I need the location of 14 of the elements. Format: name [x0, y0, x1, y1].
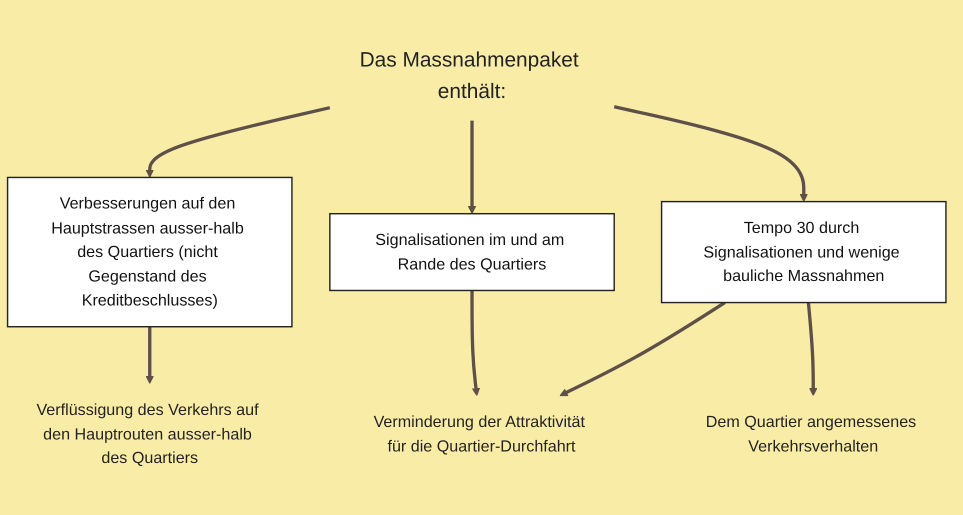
node-box: Signalisationen im und am Rande des Quartiers — [329, 213, 615, 292]
arrow — [146, 327, 154, 384]
arrow — [614, 106, 808, 202]
arrow — [470, 290, 480, 396]
arrow — [146, 106, 330, 178]
node-box: Verbesserungen auf den Hauptstrassen ausser-halb des Quartiers (nicht Gegenstand des Kreditbeschlusses) — [6, 177, 293, 328]
arrow — [468, 121, 476, 215]
node-text: Verflüssigung des Verkehrs auf den Hauptrouten ausser-halb des Quartiers — [36, 401, 259, 468]
node-text: Das Massnahmenpaket enthält: — [360, 48, 579, 104]
node-text: Verminderung der Attraktivität für die Quartier-Durchfahrt — [374, 413, 585, 456]
node-text: Dem Quartier angemessenes Verkehrsverhalten — [706, 413, 916, 456]
node-box: Tempo 30 durch Signalisationen und wenige bauliche Massnahmen — [660, 201, 947, 304]
arrow — [806, 302, 818, 396]
arrow — [560, 302, 726, 397]
